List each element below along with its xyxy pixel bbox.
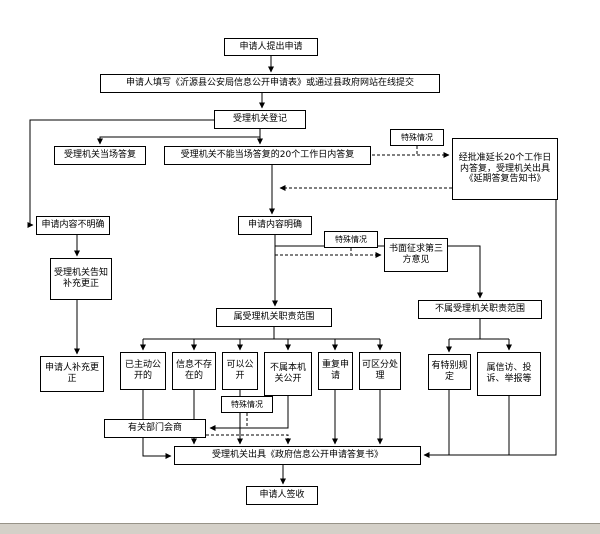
node-divisible-handling: 可区分处理 <box>359 352 401 390</box>
node-register: 受理机关登记 <box>214 110 306 129</box>
node-reply-20days: 受理机关不能当场答复的20个工作日内答复 <box>164 146 371 165</box>
node-repeat-request: 重复申请 <box>318 352 353 390</box>
node-special-case-3: 特殊情况 <box>221 396 273 413</box>
node-applicant-supplement: 申请人补充更正 <box>40 356 104 392</box>
node-in-scope: 属受理机关职责范围 <box>216 308 332 327</box>
node-content-clear: 申请内容明确 <box>238 216 312 235</box>
node-content-unclear: 申请内容不明确 <box>36 216 110 235</box>
node-can-disclose: 可以公开 <box>222 352 258 390</box>
node-petition-complaint: 属信访、投诉、举报等 <box>477 352 541 396</box>
node-applicant-sign: 申请人签收 <box>246 486 318 505</box>
node-special-case-1: 特殊情况 <box>390 129 444 146</box>
node-submit: 申请人提出申请 <box>224 38 318 56</box>
node-extension: 经批准延长20个工作日内答复，受理机关出具《延期答复告知书》 <box>452 138 558 200</box>
node-reply-document: 受理机关出具《政府信息公开申请答复书》 <box>174 446 421 465</box>
node-dept-consult: 有关部门会商 <box>104 419 206 438</box>
node-out-of-scope: 不属受理机关职责范围 <box>418 300 542 319</box>
node-info-not-exist: 信息不存在的 <box>172 352 216 390</box>
node-special-case-2: 特殊情况 <box>324 231 378 248</box>
node-onsite-reply: 受理机关当场答复 <box>54 146 146 165</box>
node-special-rule: 有特别规定 <box>428 354 471 390</box>
horizontal-scrollbar[interactable] <box>0 523 600 534</box>
node-notify-supplement: 受理机关告知补充更正 <box>50 258 112 300</box>
node-third-party: 书面征求第三方意见 <box>384 238 448 272</box>
node-not-this-org: 不属本机关公开 <box>264 352 312 396</box>
node-already-public: 已主动公开的 <box>120 352 166 390</box>
node-fill-form: 申请人填写《沂源县公安局信息公开申请表》或通过县政府网站在线提交 <box>100 74 440 93</box>
